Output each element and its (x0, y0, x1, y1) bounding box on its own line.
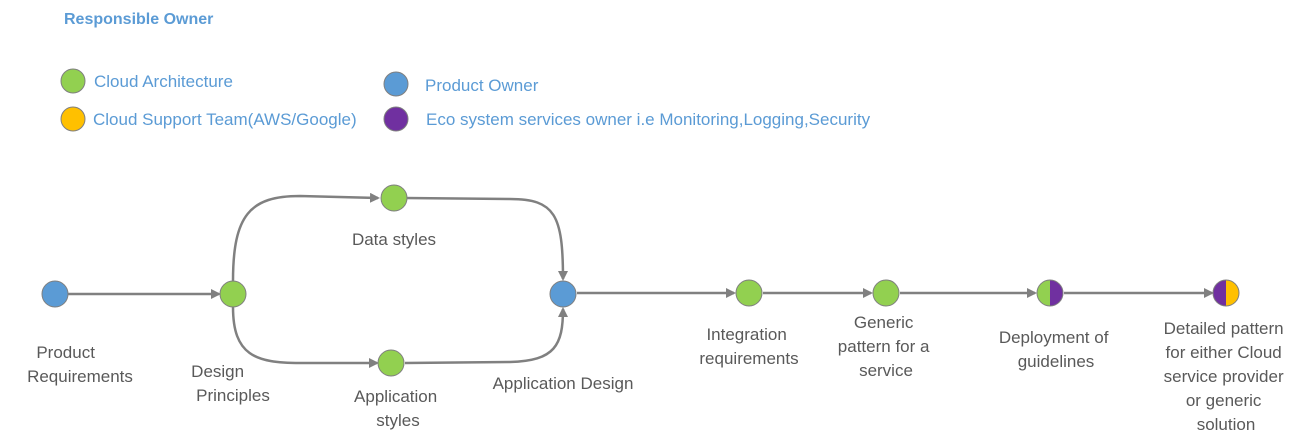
node-data-styles (380, 184, 408, 212)
label-integration-requirements: Integration requirements (699, 325, 798, 368)
diagram-title: Responsible Owner (64, 11, 213, 28)
label-line: Deployment of (999, 328, 1109, 347)
label-data-styles: Data styles (352, 230, 436, 249)
legend: Cloud Architecture Cloud Support Team(AW… (60, 68, 871, 132)
label-product-requirements: Product Requirements (27, 343, 133, 386)
label-line: Application (354, 387, 437, 406)
legend-swatch-eco-system (383, 106, 409, 132)
legend-label-product-owner: Product Owner (425, 76, 539, 95)
label-line: Principles (196, 386, 270, 405)
label-design-principles: Design Principles (191, 362, 270, 405)
label-generic-pattern: Generic pattern for a service (838, 313, 934, 380)
edge-application-styles-to-application-design (404, 307, 568, 365)
legend-label-eco-system: Eco system services owner i.e Monitoring… (426, 110, 871, 129)
label-line: or generic (1186, 391, 1262, 410)
node-detailed-right-half (1226, 280, 1239, 306)
label-line: styles (376, 411, 419, 430)
label-application-styles: Application styles (354, 387, 442, 430)
label-line: Product (36, 343, 95, 362)
legend-label-cloud-architecture: Cloud Architecture (94, 72, 233, 91)
legend-item-product-owner: Product Owner (383, 71, 539, 97)
node-design-principles (219, 280, 247, 308)
node-labels: Product Requirements Design Principles D… (27, 230, 1289, 434)
legend-item-eco-system: Eco system services owner i.e Monitoring… (383, 106, 871, 132)
legend-item-cloud-architecture: Cloud Architecture (60, 68, 233, 94)
legend-swatch-cloud-architecture (60, 68, 86, 94)
label-line: for either Cloud (1166, 343, 1282, 362)
node-detailed-outline (1212, 279, 1240, 307)
edges (68, 192, 1214, 368)
label-line: Integration (706, 325, 786, 344)
node-deployment-guidelines (1036, 279, 1064, 307)
label-line: Design (191, 362, 244, 381)
node-product-requirements (41, 280, 69, 308)
node-generic-pattern (872, 279, 900, 307)
legend-label-cloud-support: Cloud Support Team(AWS/Google) (93, 110, 357, 129)
label-application-design: Application Design (493, 374, 634, 393)
edge-design-to-application-styles (231, 306, 379, 368)
node-application-styles (377, 349, 405, 377)
legend-swatch-product-owner (383, 71, 409, 97)
label-deployment-guidelines: Deployment of guidelines (999, 328, 1113, 371)
node-deployment-left-half (1037, 280, 1050, 306)
legend-swatch-cloud-support (60, 106, 86, 132)
label-line: requirements (699, 349, 798, 368)
label-line: service provider (1164, 367, 1284, 386)
label-line: Data styles (352, 230, 436, 249)
edge-design-to-data-styles (231, 192, 380, 282)
node-integration-requirements (735, 279, 763, 307)
label-line: service (859, 361, 913, 380)
edge-data-styles-to-application-design (404, 196, 568, 281)
label-line: Detailed pattern (1164, 319, 1284, 338)
label-detailed-pattern: Detailed pattern for either Cloud servic… (1164, 319, 1289, 434)
label-line: Requirements (27, 367, 133, 386)
node-application-design (549, 280, 577, 308)
nodes (41, 184, 1240, 377)
label-line: solution (1197, 415, 1256, 434)
label-line: pattern for a (838, 337, 930, 356)
label-line: Generic (854, 313, 914, 332)
node-deployment-right-half (1050, 280, 1063, 306)
node-detailed-left-half (1213, 280, 1226, 306)
label-line: Application Design (493, 374, 634, 393)
legend-item-cloud-support: Cloud Support Team(AWS/Google) (60, 106, 357, 132)
node-deployment-outline (1036, 279, 1064, 307)
label-line: guidelines (1018, 352, 1095, 371)
node-detailed-pattern (1212, 279, 1240, 307)
